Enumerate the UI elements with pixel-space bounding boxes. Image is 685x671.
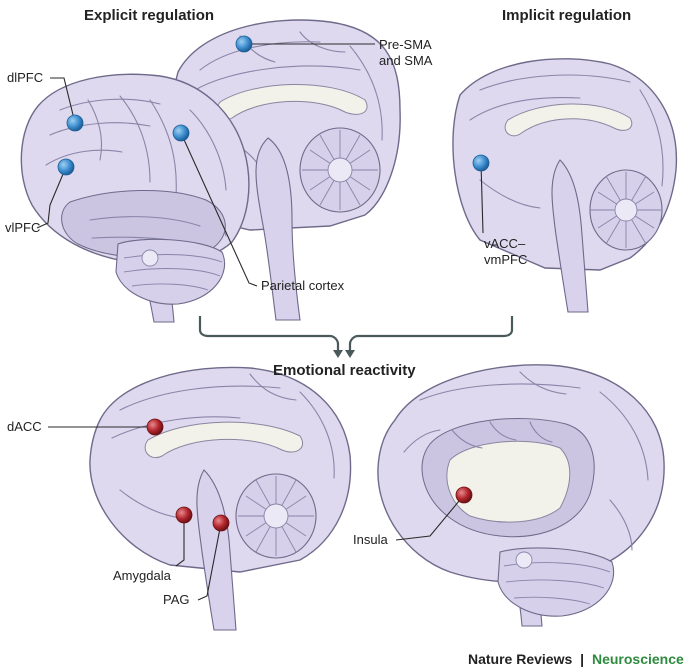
- label-vacc-line1: vACC–: [484, 236, 526, 251]
- region-dot-parietal: [172, 124, 190, 142]
- header-explicit-regulation: Explicit regulation: [84, 7, 214, 24]
- label-dacc: dACC: [7, 419, 42, 434]
- header-implicit-regulation: Implicit regulation: [502, 7, 631, 24]
- label-amygdala: Amygdala: [113, 568, 172, 583]
- brain-lateral-top-left: [20, 73, 250, 323]
- region-dot-vlpfc: [57, 158, 75, 176]
- region-dot-pre-sma: [235, 35, 253, 53]
- leader-amygdala: [175, 515, 185, 567]
- label-vacc-line2: vmPFC: [484, 252, 527, 267]
- region-dot-dlpfc: [66, 114, 84, 132]
- header-emotional-reactivity: Emotional reactivity: [273, 362, 416, 379]
- footer-separator: |: [580, 651, 584, 667]
- converging-arrows: [198, 316, 514, 358]
- footer-credit: Nature Reviews | Neuroscience: [468, 651, 684, 667]
- label-dlpfc: dlPFC: [7, 70, 43, 85]
- footer-section: Neuroscience: [592, 651, 684, 667]
- brain-medial-top-right: [452, 58, 678, 313]
- leader-vacc: [480, 162, 484, 234]
- region-dot-vacc: [472, 154, 490, 172]
- region-dot-dacc: [146, 418, 164, 436]
- footer-journal: Nature Reviews: [468, 651, 572, 667]
- brain-medial-bottom-left: [89, 366, 352, 631]
- label-vlpfc: vlPFC: [5, 220, 40, 235]
- label-parietal-cortex: Parietal cortex: [261, 278, 345, 293]
- leader-dlpfc: [50, 77, 76, 124]
- region-dot-amygdala: [175, 506, 193, 524]
- label-pre-sma-line1: Pre-SMA: [379, 37, 432, 52]
- leader-pag: [197, 522, 222, 601]
- leader-insula: [395, 494, 465, 541]
- region-dot-insula: [455, 486, 473, 504]
- leader-vlpfc: [36, 166, 67, 229]
- label-pre-sma-line2: and SMA: [379, 53, 433, 68]
- brain-lateral-bottom-right: [377, 364, 665, 627]
- leader-parietal: [180, 132, 258, 287]
- label-pag: PAG: [163, 592, 190, 607]
- label-insula: Insula: [353, 532, 388, 547]
- region-dot-pag: [212, 514, 230, 532]
